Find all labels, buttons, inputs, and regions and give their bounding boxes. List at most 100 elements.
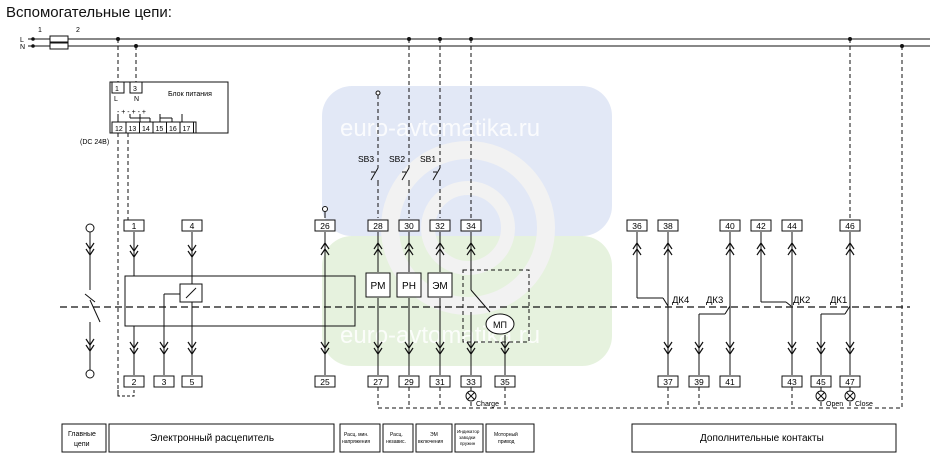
coil-3: ЭМ	[427, 272, 453, 298]
terminal-label: 33	[466, 377, 476, 387]
pb-label-L: L	[114, 96, 118, 103]
legend-b2-1: Расц.	[390, 432, 403, 438]
legend-b2-2: независ.	[386, 439, 406, 445]
terminal-label: 31	[435, 377, 445, 387]
terminal-40: 40	[719, 219, 741, 232]
legend-trip: Электронный расцепитель	[150, 433, 274, 444]
terminal-2: 2	[123, 375, 145, 388]
pb-label: Блок питания	[168, 91, 212, 98]
aux-contact-ДК2: ДК2	[785, 295, 810, 307]
terminal-34: 34	[460, 219, 482, 232]
terminal-42: 42	[750, 219, 772, 232]
terminal-43: 43	[781, 375, 803, 388]
terminal-32: 32	[429, 219, 451, 232]
terminal-25: 25	[314, 375, 336, 388]
lamp-charge: Charge	[465, 387, 499, 408]
aux-contact-ДК4: ДК4	[662, 295, 689, 307]
terminal-4: 4	[181, 219, 203, 232]
switch-sb2: SB2	[389, 154, 410, 182]
terminal-label: 28	[373, 221, 383, 231]
lamp-open-label: Open	[826, 401, 843, 408]
switch-label: SB3	[358, 154, 374, 164]
terminal-label: 46	[845, 221, 855, 231]
terminal-label: 2	[132, 377, 137, 387]
legend-b3-2: включения	[418, 439, 443, 445]
terminal-29: 29	[398, 375, 420, 388]
page-title: Вспомогательные цепи:	[6, 4, 172, 21]
terminal-36: 36	[626, 219, 648, 232]
pb-output-14: 14	[142, 126, 150, 133]
aux-contact-ДК1: ДК1	[830, 295, 851, 315]
terminal-label: 26	[320, 221, 330, 231]
terminal-46: 46	[839, 219, 861, 232]
legend-b4-3: пружин	[460, 441, 476, 446]
lamp-close: Close	[844, 387, 873, 408]
terminal-26: 26	[314, 219, 336, 232]
terminal-label: 44	[787, 221, 797, 231]
terminal-28: 28	[367, 219, 389, 232]
aux-contact-label: ДК4	[672, 295, 689, 306]
terminal-label: 45	[816, 377, 826, 387]
legend-b1-1: Расц. мин.	[344, 432, 368, 438]
terminal-label: 5	[190, 377, 195, 387]
pb-output-12: 12	[115, 126, 123, 133]
terminal-label: 29	[404, 377, 414, 387]
pb-output-17: 17	[183, 126, 191, 133]
terminal-3: 3	[153, 375, 175, 388]
fuse-N	[49, 42, 69, 50]
coil-2: РН	[396, 272, 422, 298]
lamp-close-label: Close	[855, 401, 873, 408]
terminal-44: 44	[781, 219, 803, 232]
terminal-label: 43	[787, 377, 797, 387]
pb-label-N: N	[134, 96, 139, 103]
terminal-label: 30	[404, 221, 414, 231]
fuse-L	[49, 35, 69, 43]
terminal-47: 47	[839, 375, 861, 388]
legend-b5-2: привод	[498, 439, 515, 445]
terminal-27: 27	[367, 375, 389, 388]
coil-label: РН	[402, 281, 416, 292]
line-label-L: L	[20, 37, 24, 44]
terminal-label: 4	[190, 221, 195, 231]
terminal-label: 34	[466, 221, 476, 231]
switch-label: SB2	[389, 154, 405, 164]
legend-main-1: Главные	[68, 431, 96, 438]
pb-signs: - + - + - +	[117, 109, 146, 116]
aux-circuits: SB3 SB2 SB1	[320, 39, 903, 409]
legend: Главные цепи Электронный расцепитель Рас…	[61, 423, 897, 453]
terminal-30: 30	[398, 219, 420, 232]
coil-label: ЭМ	[432, 281, 448, 292]
terminal-label: 25	[320, 377, 330, 387]
terminal-label: 41	[725, 377, 735, 387]
lamp-open: Open	[815, 387, 843, 408]
terminal-1: 1	[123, 219, 145, 232]
legend-b3-1: ЭМ	[430, 432, 438, 438]
terminal-37: 37	[657, 375, 679, 388]
pb-output-16: 16	[169, 126, 177, 133]
aux-contact-label: ДК3	[706, 295, 723, 306]
electronic-trip-unit	[117, 232, 356, 397]
terminal-label: 3	[162, 377, 167, 387]
pb-output-13: 13	[129, 126, 137, 133]
terminal-label: 40	[725, 221, 735, 231]
aux-contact-ДК3: ДК3	[706, 295, 731, 315]
motor-label: МП	[493, 320, 507, 330]
terminal-label: 32	[435, 221, 445, 231]
terminal-label: 42	[756, 221, 766, 231]
legend-main-2: цепи	[74, 441, 90, 448]
terminal-38: 38	[657, 219, 679, 232]
terminal-label: 47	[845, 377, 855, 387]
terminal-label: 38	[663, 221, 673, 231]
terminal-39: 39	[688, 375, 710, 388]
switch-sb1: SB1	[420, 154, 441, 182]
terminal-label: 36	[632, 221, 642, 231]
legend-b1-2: напряжения	[342, 439, 370, 445]
terminal-31: 31	[429, 375, 451, 388]
legend-b4-2: заводки	[459, 435, 476, 440]
terminal-33: 33	[460, 375, 482, 388]
pb-terminal-1: 1	[115, 86, 119, 93]
terminal-label: 35	[500, 377, 510, 387]
legend-b5-1: Моторный	[494, 431, 518, 438]
